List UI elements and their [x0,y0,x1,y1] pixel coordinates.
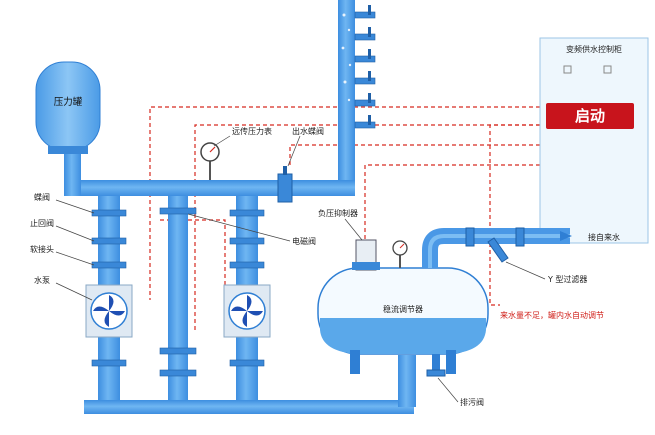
remote-gauge-label: 远传压力表 [232,126,272,136]
indicator-1 [563,65,572,74]
y-filter-label: Y 型过滤器 [547,274,587,284]
start-button-label: 启动 [575,107,605,125]
check-valve-label: 止回阀 [30,218,54,228]
insufficient-water-note: 来水量不足，罐内水自动调节 [500,310,604,320]
tank-outlet-pipe [398,355,416,407]
stabilizer-tank-label: 稳流调节器 [383,304,423,314]
soft-joint-label: 软接头 [30,244,54,254]
pump-label: 水泵 [34,275,50,285]
tap-water-label: 接自来水 [588,232,620,242]
wire-suppressor [364,164,540,240]
negative-pressure-suppressor [352,239,380,271]
drain-valve-label: 排污阀 [460,397,484,407]
middle-pipe-column [159,196,197,406]
wire-note [489,124,540,306]
pressure-tank: 压力罐 [35,61,101,154]
left-labels [55,199,95,301]
control-cabinet: 变频供水控制柜 启动 [539,37,649,244]
pressure-gauge-icon [200,142,220,180]
start-button[interactable] [546,103,634,129]
pressure-tank-label: 压力罐 [54,96,83,108]
riser-pipe [338,0,376,195]
wire-remote-gauge [194,124,540,330]
inlet-arrow [560,231,572,241]
suction-header-pipe [84,400,414,414]
drain-valve-icon [426,354,446,377]
header-pipe [64,180,355,196]
butterfly-valve-label: 蝶阀 [34,192,50,202]
suppressor-label: 负压抑制器 [318,208,358,218]
wire-pump1 [149,106,540,300]
inlet-pipe [422,227,572,268]
stabilizer-tank: 稳流调节器 [317,267,489,374]
pressure-gauge-icon [392,240,408,268]
indicator-2 [603,65,612,74]
pump-1-assembly [85,196,133,406]
pump-2-assembly [223,196,271,406]
solenoid-valve-label: 电磁阀 [292,236,316,246]
tank-connector-pipe [64,150,81,196]
y-filter-icon [487,237,509,263]
cabinet-title: 变频供水控制柜 [566,44,622,54]
outlet-valve-icon [277,166,293,203]
outlet-valve-label: 出水蝶阀 [292,126,324,136]
